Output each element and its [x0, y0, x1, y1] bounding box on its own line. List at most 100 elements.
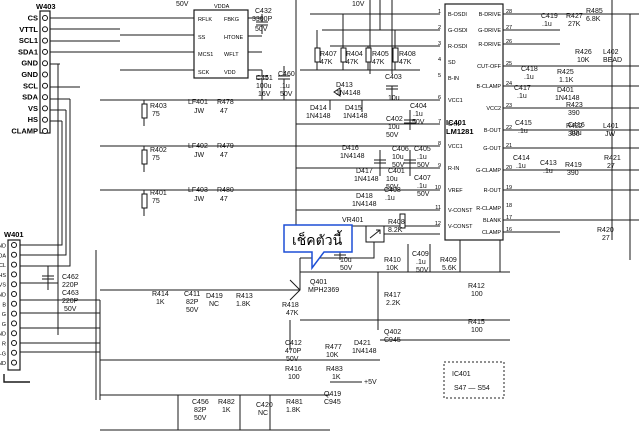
ic401-rpin-9: R-OUT [484, 188, 502, 194]
c451-val: 100u [256, 83, 272, 90]
c405-name: C405 [414, 146, 431, 153]
q401-val: MPH2369 [308, 287, 339, 294]
r426-val: 10K [577, 57, 590, 64]
ic401-rpin-0: B-DRIVE [479, 12, 502, 18]
ic401-rpin-5: VCC2 [486, 106, 501, 112]
r404-name: R404 [346, 51, 363, 58]
w403-pin-hole-3 [42, 48, 48, 55]
ic401-rnum-11: 17 [506, 215, 512, 221]
ic401-lpin-4: B-IN [448, 76, 459, 82]
c406-name: C406 [392, 146, 409, 153]
r404-val: 47K [346, 59, 359, 66]
lf403-name: LF403 [188, 187, 208, 194]
c412-val: 470P [285, 348, 302, 355]
w403-pin-0: CS [28, 14, 38, 23]
w401-pin-2: SCL [0, 263, 6, 269]
c432-volt: 50V [255, 26, 268, 33]
r482-val: 1K [222, 407, 231, 414]
ic401-rpin-4: B-CLAMP [477, 84, 502, 90]
ic401-rnum-8: 20 [506, 165, 512, 171]
r420-val: 27 [602, 235, 610, 242]
c407-name: C407 [414, 175, 431, 182]
c432: C432 3300P 50V [252, 8, 273, 34]
r408-name: R408 [388, 219, 405, 226]
r405-val: 47K [372, 59, 385, 66]
c456-val: 82P [194, 407, 207, 414]
ic401-lpin-3: SD [448, 60, 456, 66]
c463-volt: 50V [64, 306, 77, 313]
r421-val: 27 [607, 163, 615, 170]
c415-val: .1u [518, 128, 528, 135]
plus5v-label: +5V [364, 379, 377, 386]
c416-name: C416 [568, 122, 585, 129]
c462-val: 220P [62, 282, 79, 289]
c419-val: .1u [542, 21, 552, 28]
ic401-lnum-7: 8 [438, 141, 441, 147]
c411-name: C411 [184, 291, 200, 298]
w403-pin-9: HS [28, 115, 38, 124]
w401-pin-hole-2 [11, 261, 17, 268]
input-filter-rows: R403 75 R402 75 R401 75 LF401 JW LF402 J… [100, 99, 296, 216]
r483-name: R483 [326, 366, 343, 373]
w403-pin-hole-7 [42, 94, 48, 101]
w401-pin-11: R-G [0, 351, 6, 357]
ic401-lnum-1: 2 [438, 25, 441, 31]
r412-val: 100 [471, 291, 483, 298]
ic401-rnum-12: 16 [506, 227, 512, 233]
d414-val: 1N4148 [306, 113, 331, 120]
note-line1: IC401 [452, 371, 471, 378]
top-voltage-50v: 50V [176, 1, 189, 8]
r410-name: R410 [384, 257, 401, 264]
r417-val: 2.2K [386, 300, 401, 307]
w401-title: W401 [4, 230, 24, 239]
r415-name: R415 [468, 319, 485, 326]
ic401-rpin-6: B-OUT [484, 128, 502, 134]
ic401-rnum-5: 23 [506, 103, 512, 109]
r415-val: 100 [471, 327, 483, 334]
ic401-rpin-11: BLANK [483, 218, 501, 224]
c404-name: C404 [410, 103, 427, 110]
w403-title: W403 [36, 2, 56, 11]
c401-volt: 50V [386, 184, 399, 191]
w401-pin-hole-3 [11, 271, 17, 278]
w401-pin-5: GND [0, 293, 6, 299]
w401-pin-9: GND [0, 332, 6, 338]
c417-name: C417 [514, 85, 531, 92]
vr401-group: VR401 R408 8.2K R410 10K C409 .1u 50V R4… [296, 213, 510, 274]
r485-name: R485 [586, 8, 603, 15]
d416-name: D416 [342, 145, 359, 152]
r483-val: 1K [332, 374, 341, 381]
d418-val: 1N4148 [352, 201, 377, 208]
r478-name: R478 [217, 99, 234, 106]
c463-val: 220P [62, 298, 79, 305]
w403-pin-5: GND [21, 70, 38, 79]
ic401-lnum-5: 6 [438, 95, 441, 101]
ic401-lpin-9: VREF [448, 188, 463, 194]
c462-c463: C462 220P C463 220P 50V [42, 266, 79, 313]
q401-name: Q401 [310, 279, 327, 286]
lf401-name: LF401 [188, 99, 208, 106]
d418-name: D418 [356, 193, 373, 200]
vr401-name: VR401 [342, 217, 364, 224]
c403-name: C403 [385, 74, 402, 81]
c402-val: 10u [388, 124, 400, 131]
r485-val: 6.8K [586, 16, 601, 23]
d419-val: NC [209, 301, 219, 308]
ic401-rpin-1: G-DRIVE [478, 28, 501, 34]
w401-pin-hole-1 [11, 251, 17, 258]
upper-ic: VDDA RFLK SS MCS1 SCK FBKG HTONE WFLT VD… [120, 4, 262, 79]
ic401-lpin-8: R-IN [448, 166, 459, 172]
w401-pin-6: B [2, 302, 6, 308]
q402-name: Q402 [384, 329, 401, 336]
top-voltage-10v: 10V [352, 1, 365, 8]
w401-pin-hole-0 [11, 242, 17, 248]
r403-val: 75 [152, 111, 160, 118]
c456-volt: 50V [194, 415, 207, 422]
w403-pin-hole-4 [42, 60, 48, 67]
c413-val: .1u [543, 168, 553, 175]
upper-ic-pin-l2: SS [198, 35, 206, 41]
r427-val: 27K [568, 21, 581, 28]
c413-name: C413 [540, 160, 557, 167]
w403-pin-2: SCL1 [19, 36, 38, 45]
w403-pin-6: SCL [23, 81, 38, 90]
